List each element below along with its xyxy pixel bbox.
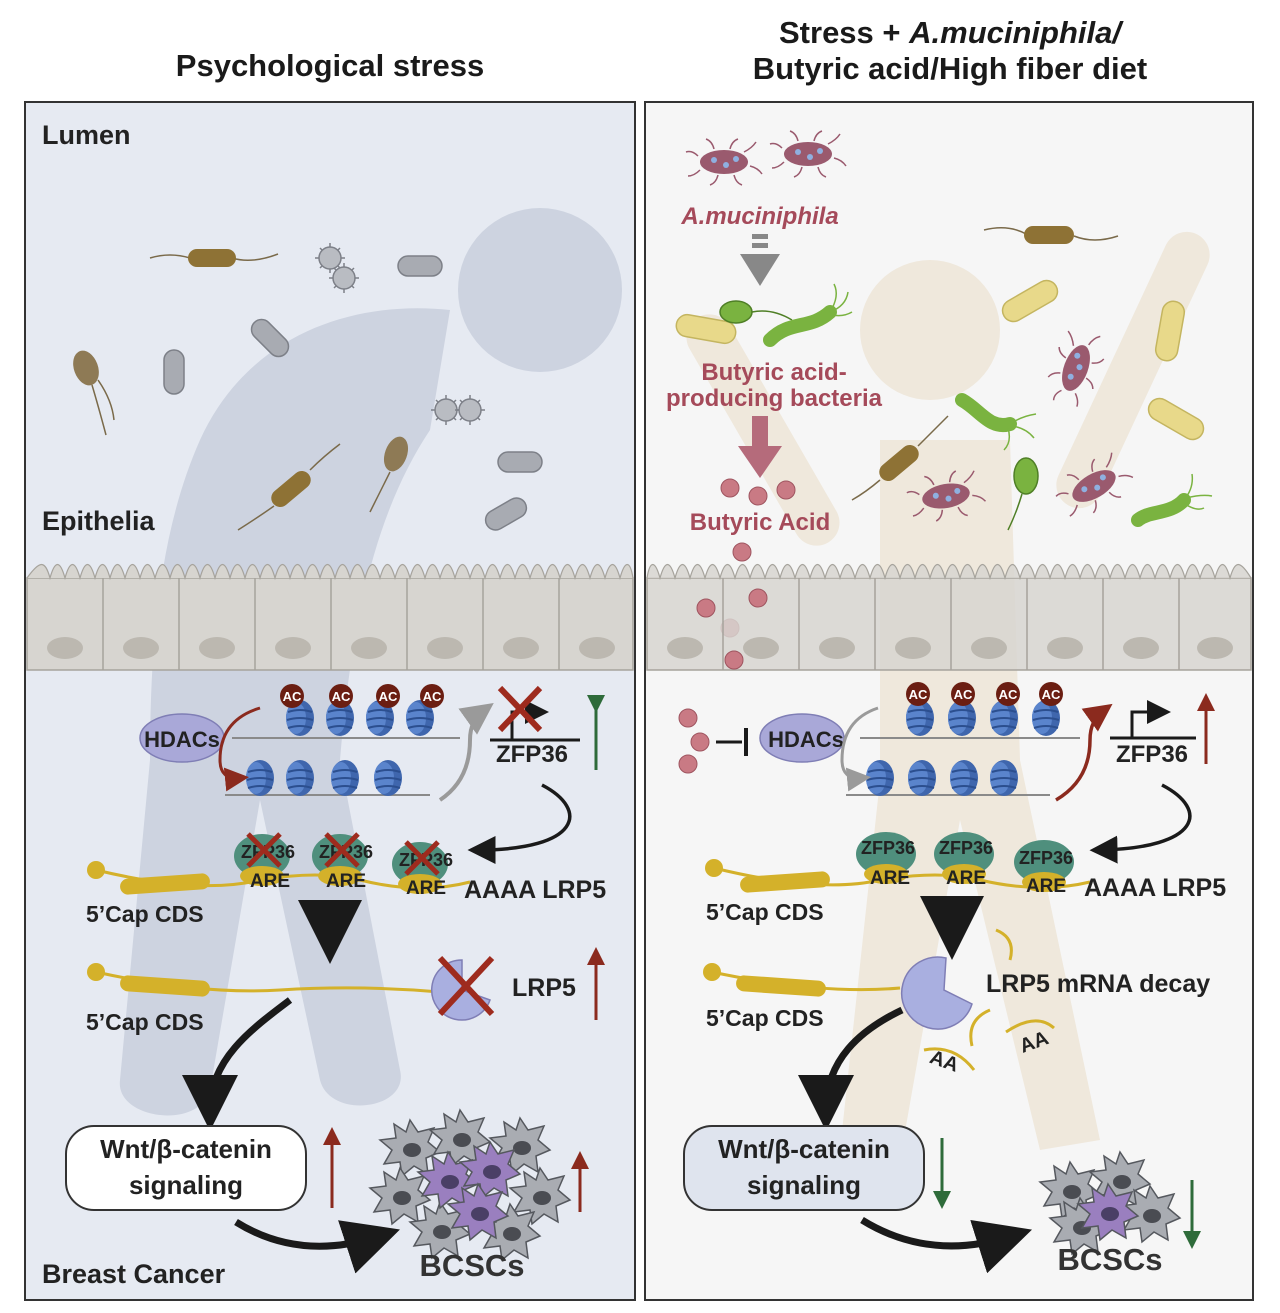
right-panel-title: Stress + A.muciniphila/ Butyric acid/Hig… — [645, 15, 1255, 87]
left-chromatin: HDACs ZFP36 — [139, 684, 605, 864]
lrp5-label: LRP5 — [512, 974, 576, 1002]
cap-cds-label: 5’Cap CDS — [706, 1005, 824, 1031]
gray-rod-icon — [397, 255, 443, 277]
left-mrna-with-zfp36: ZFP36 ARE ZFP36 ARE ZFP36 ARE AAAA LRP5 … — [86, 832, 606, 964]
hdacs-label: HDACs — [768, 727, 844, 752]
decay-blocked-icon — [437, 955, 495, 1017]
are-label: ARE — [946, 868, 986, 889]
are-label: ARE — [250, 871, 290, 892]
stressed-person-silhouette — [119, 208, 622, 1116]
butyric-bacteria-label-1: Butyric acid- — [701, 359, 846, 386]
bacteria-to-butyrate-arrow — [738, 416, 782, 478]
right-epithelial-layer — [646, 563, 1252, 671]
cap-cds-label: 5’Cap CDS — [706, 899, 824, 925]
right-mrna-decay: LRP5 mRNA decay AA AA 5’Cap CDS — [703, 928, 1210, 1131]
are-label: ARE — [406, 878, 446, 899]
right-title-line2: Butyric acid/High fiber diet — [752, 51, 1148, 86]
right-panel: A.muciniphila Butyric acid- producing ba… — [644, 101, 1254, 1301]
promoter-blocked-icon — [497, 685, 543, 733]
epithelia-label: Epithelia — [42, 506, 156, 536]
left-bacteria — [73, 242, 543, 531]
wnt-label-line2: signaling — [129, 1170, 243, 1200]
akk-label: A.muciniphila — [680, 203, 838, 230]
zfp36-protein-label: ZFP36 — [861, 838, 915, 858]
left-panel: Lumen Epithelia Breast Cancer — [24, 101, 636, 1301]
breast-cancer-label: Breast Cancer — [42, 1259, 226, 1289]
right-wnt-box: Wnt/β-catenin signaling — [683, 1125, 1033, 1274]
left-epithelial-layer — [26, 563, 634, 671]
butyric-acid-label: Butyric Acid — [690, 509, 830, 536]
nuclease-pacman-icon — [900, 956, 973, 1030]
left-panel-title: Psychological stress — [175, 48, 485, 83]
wnt-label-line1: Wnt/β-catenin — [718, 1134, 890, 1164]
wnt-label-line1: Wnt/β-catenin — [100, 1134, 272, 1164]
right-title-part1: Stress + — [779, 15, 910, 50]
acetyl-group-icon — [280, 684, 304, 708]
left-wnt-box: Wnt/β-catenin signaling — [65, 1125, 400, 1274]
promoter-active-icon — [1130, 700, 1171, 738]
hdacs-label: HDACs — [144, 727, 220, 752]
flagellated-bacterium-icon — [73, 350, 99, 386]
aaaa-lrp5-label: AAAA LRP5 — [464, 876, 606, 904]
zfp36-gene-label: ZFP36 — [496, 741, 568, 768]
rod-bacterium-icon — [188, 249, 236, 267]
are-label: ARE — [870, 868, 910, 889]
akk-to-bacteria-arrow — [740, 234, 780, 286]
right-chromatin: HDACs ZFP36 — [716, 682, 1215, 864]
left-stable-mrna: LRP5 5’Cap CDS — [86, 947, 605, 1131]
bcscs-label: BCSCs — [419, 1248, 524, 1283]
left-bcscs-cluster: BCSCs — [369, 1109, 589, 1283]
zfp36-gene-label: ZFP36 — [1116, 741, 1188, 768]
are-label: ARE — [1026, 876, 1066, 897]
decay-label: LRP5 mRNA decay — [986, 970, 1210, 998]
butyrate-producer-bacteria — [675, 283, 853, 347]
right-title-italic: A.muciniphila/ — [909, 15, 1121, 50]
bcscs-label: BCSCs — [1057, 1242, 1162, 1277]
cap-cds-label: 5’Cap CDS — [86, 901, 204, 927]
right-bcscs-cluster: BCSCs — [1039, 1151, 1201, 1277]
zfp36-protein-label: ZFP36 — [1019, 848, 1073, 868]
lumen-label: Lumen — [42, 120, 131, 150]
zfp36-protein-label: ZFP36 — [939, 838, 993, 858]
right-mrna-with-zfp36: ZFP36 ARE ZFP36 ARE ZFP36 ARE AAAA LRP5 … — [705, 832, 1226, 960]
wnt-label-line2: signaling — [747, 1170, 861, 1200]
aaaa-lrp5-label: AAAA LRP5 — [1084, 874, 1226, 902]
cap-cds-label: 5’Cap CDS — [86, 1009, 204, 1035]
are-label: ARE — [326, 871, 366, 892]
right-bacteria — [851, 226, 1213, 531]
butyric-bacteria-label-2: producing bacteria — [666, 385, 883, 412]
